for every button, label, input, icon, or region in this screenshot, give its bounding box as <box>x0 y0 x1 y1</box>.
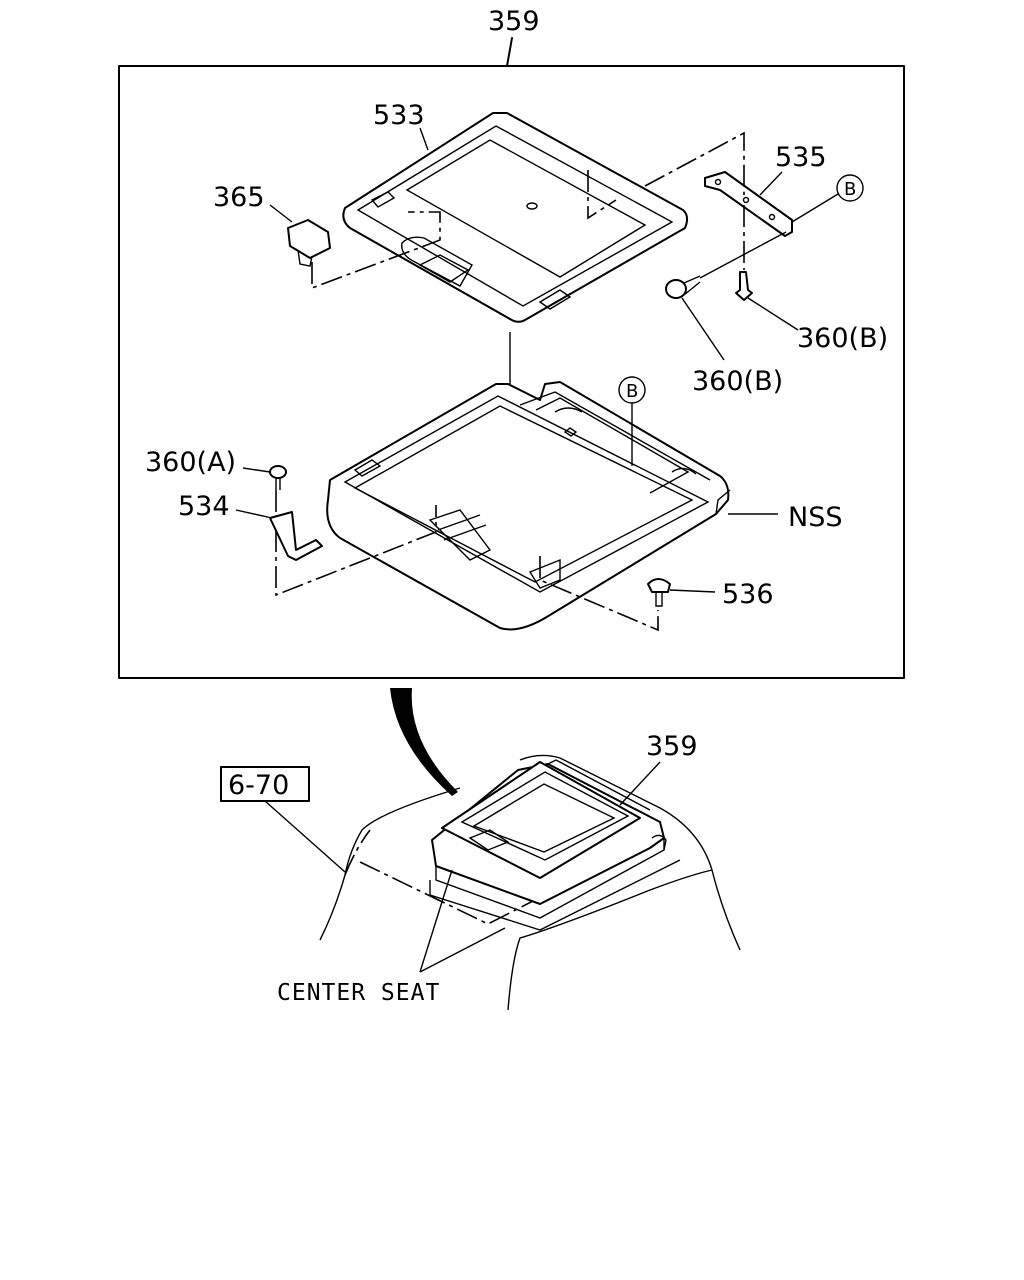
bracket-535 <box>704 171 793 237</box>
leader-center-seat-a <box>419 869 453 973</box>
location-arrow <box>390 688 458 796</box>
leader-center-seat-b <box>419 927 506 973</box>
label-center-seat: CENTER SEAT <box>277 980 440 1006</box>
label-535: 535 <box>775 142 827 173</box>
leader-360a <box>242 467 271 473</box>
label-360a: 360(A) <box>145 447 236 478</box>
label-ref-b-mid: B <box>626 381 638 402</box>
clip-536 <box>647 578 671 607</box>
cover-533 <box>342 112 689 323</box>
label-533: 533 <box>373 100 425 131</box>
label-360b-right: 360(B) <box>797 323 888 354</box>
leader-536 <box>669 589 716 593</box>
assembly-frame <box>118 65 905 679</box>
label-365: 365 <box>213 182 265 213</box>
center-seat-view <box>319 754 741 1011</box>
base-nss <box>326 381 731 631</box>
label-ref-b-top: B <box>844 179 856 200</box>
bracket-534 <box>269 511 323 561</box>
leader-359-top <box>506 37 513 67</box>
label-nss: NSS <box>788 502 842 533</box>
label-page-ref: 6-70 <box>228 770 289 801</box>
leader-page-ref <box>264 800 346 873</box>
leader-533 <box>419 127 429 151</box>
ref-b-top-circle <box>836 174 864 202</box>
leader-360b-mid <box>681 297 725 361</box>
leader-359-bottom <box>619 761 661 806</box>
screw-360b-mid <box>665 275 701 299</box>
label-359-top: 359 <box>488 6 540 37</box>
label-360b-mid: 360(B) <box>692 366 783 397</box>
label-536: 536 <box>722 579 774 610</box>
leader-535 <box>759 171 783 196</box>
screw-360a <box>269 465 287 490</box>
screw-360b-right <box>735 271 753 301</box>
leader-365 <box>269 204 293 223</box>
leader-360b-right <box>747 297 799 331</box>
label-534: 534 <box>178 491 230 522</box>
switch-365 <box>287 219 331 267</box>
label-359-bottom: 359 <box>646 731 698 762</box>
leader-534 <box>235 509 273 519</box>
